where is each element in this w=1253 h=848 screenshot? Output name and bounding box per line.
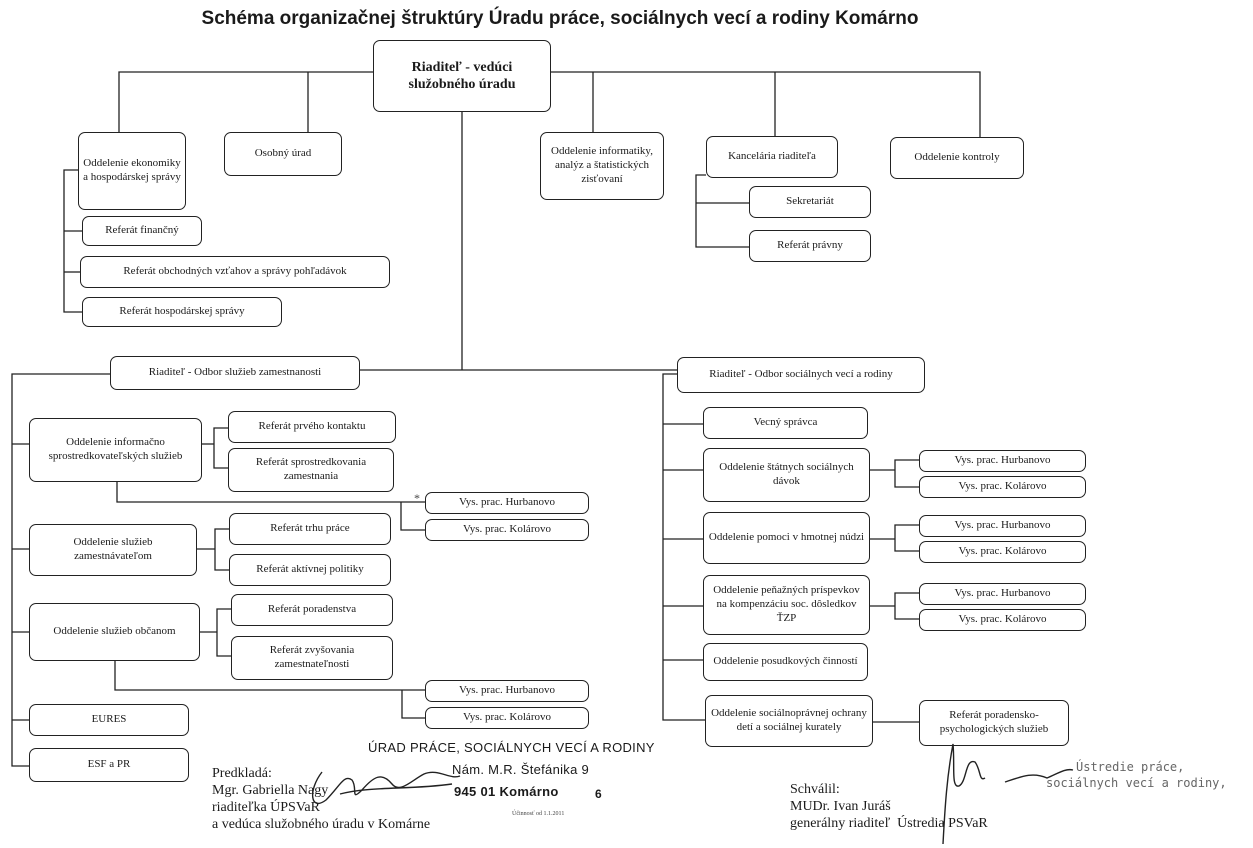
stamp-address-2: 945 01 Komárno bbox=[454, 784, 559, 799]
signature-left bbox=[311, 771, 461, 805]
signature-right bbox=[942, 743, 1074, 845]
branch-kolarovo: Vys. prac. Kolárovo bbox=[425, 707, 589, 729]
page-number: 6 bbox=[595, 787, 602, 801]
employer-services-department: Oddelenie služieb zamestnávateľom bbox=[29, 524, 197, 576]
economy-department: Oddelenie ekonomiky a hospodárskej správ… bbox=[78, 132, 186, 210]
assessment-department: Oddelenie posudkových činností bbox=[703, 643, 868, 681]
active-policy-unit: Referát aktívnej politiky bbox=[229, 554, 391, 586]
page-title: Schéma organizačnej štruktúry Úradu prác… bbox=[201, 8, 919, 29]
branch-hurbanovo: Vys. prac. Hurbanovo bbox=[919, 583, 1086, 605]
social-director: Riaditeľ - Odbor sociálnych vecí a rodin… bbox=[677, 357, 925, 393]
personnel-office: Osobný úrad bbox=[224, 132, 342, 176]
branch-kolarovo: Vys. prac. Kolárovo bbox=[919, 476, 1086, 498]
secretariat: Sekretariát bbox=[749, 186, 871, 218]
material-need-department: Oddelenie pomoci v hmotnej núdzi bbox=[703, 512, 870, 564]
branch-kolarovo: Vys. prac. Kolárovo bbox=[919, 609, 1086, 631]
stamp-address-1: Nám. M.R. Štefánika 9 bbox=[452, 762, 590, 777]
job-mediation-unit: Referát sprostredkovania zamestnania bbox=[228, 448, 394, 492]
control-department: Oddelenie kontroly bbox=[890, 137, 1024, 179]
employment-director: Riaditeľ - Odbor služieb zamestnanosti bbox=[110, 356, 360, 390]
approved-by: Schválil: MUDr. Ivan Juráš generálny ria… bbox=[790, 782, 988, 831]
director-box: Riaditeľ - vedúci služobného úradu bbox=[373, 40, 551, 112]
branch-kolarovo: Vys. prac. Kolárovo bbox=[919, 541, 1086, 563]
branch-hurbanovo: Vys. prac. Hurbanovo bbox=[919, 450, 1086, 472]
citizen-services-department: Oddelenie služieb občanom bbox=[29, 603, 200, 661]
it-department: Oddelenie informatiky, analýz a štatisti… bbox=[540, 132, 664, 200]
submitted-by: Predkladá: Mgr. Gabriella Nagy riaditeľk… bbox=[212, 766, 431, 832]
labour-market-unit: Referát trhu práce bbox=[229, 513, 391, 545]
counseling-psychology-unit: Referát poradensko-psychologických služi… bbox=[919, 700, 1069, 746]
property-manager: Vecný správca bbox=[703, 407, 868, 439]
info-services-department: Oddelenie informačno sprostredkovateľský… bbox=[29, 418, 202, 482]
asterisk-note: * bbox=[414, 491, 420, 505]
director-office: Kancelária riaditeľa bbox=[706, 136, 838, 178]
esf-pr-unit: ESF a PR bbox=[29, 748, 189, 782]
finance-unit: Referát finančný bbox=[82, 216, 202, 246]
branch-hurbanovo: Vys. prac. Hurbanovo bbox=[425, 492, 589, 514]
branch-kolarovo: Vys. prac. Kolárovo bbox=[425, 519, 589, 541]
employability-unit: Referát zvyšovania zamestnateľnosti bbox=[231, 636, 393, 680]
counseling-unit: Referát poradenstva bbox=[231, 594, 393, 626]
trade-relations-unit: Referát obchodných vzťahov a správy pohľ… bbox=[80, 256, 390, 288]
state-benefits-department: Oddelenie štátnych sociálnych dávok bbox=[703, 448, 870, 502]
effective-date: Účinnosť od 1.1.2011 bbox=[512, 811, 565, 817]
child-protection-department: Oddelenie sociálnoprávnej ochrany detí a… bbox=[705, 695, 873, 747]
branch-hurbanovo: Vys. prac. Hurbanovo bbox=[425, 680, 589, 702]
economic-management-unit: Referát hospodárskej správy bbox=[82, 297, 282, 327]
legal-unit: Referát právny bbox=[749, 230, 871, 262]
first-contact-unit: Referát prvého kontaktu bbox=[228, 411, 396, 443]
branch-hurbanovo: Vys. prac. Hurbanovo bbox=[919, 515, 1086, 537]
cash-contributions-department: Oddelenie peňažných príspevkov na kompen… bbox=[703, 575, 870, 635]
eures-unit: EURES bbox=[29, 704, 189, 736]
ustredie-stamp-line1: Ústredie práce, bbox=[1076, 760, 1185, 774]
stamp-title: ÚRAD PRÁCE, SOCIÁLNYCH VECÍ A RODINY bbox=[368, 740, 655, 755]
ustredie-stamp-line2: sociálnych vecí a rodiny, bbox=[1046, 776, 1227, 790]
